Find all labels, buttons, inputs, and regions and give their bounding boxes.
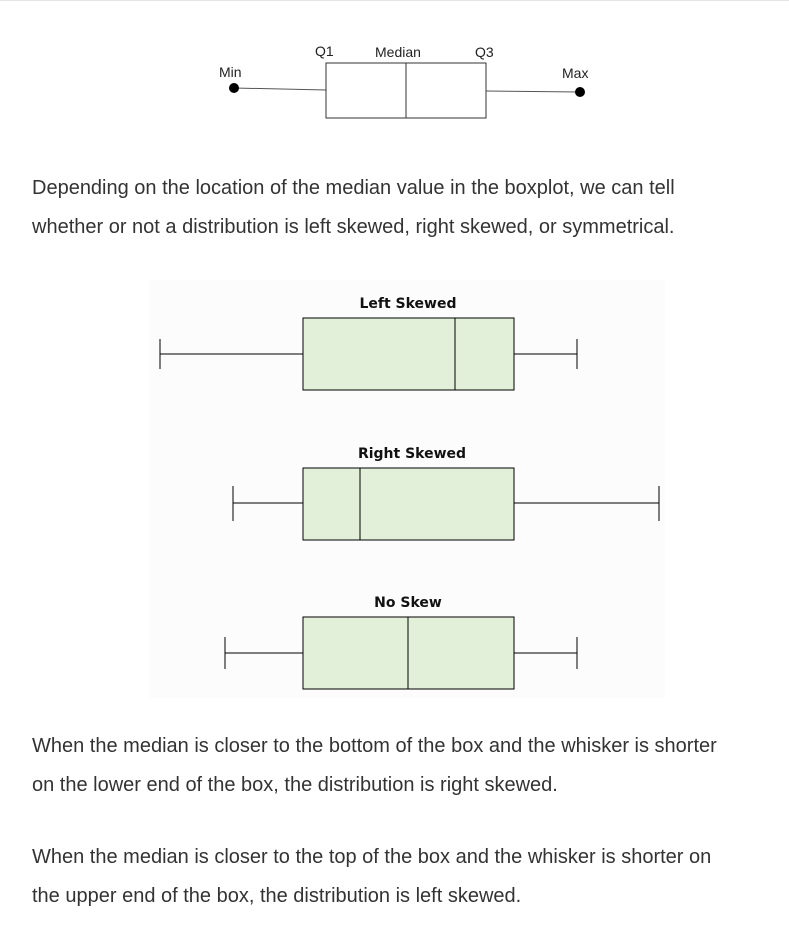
max-point xyxy=(575,87,585,97)
title-no-skew: No Skew xyxy=(374,595,442,611)
left-skew-paragraph: When the median is closer to the top of … xyxy=(32,838,711,916)
skew-examples-figure: Left Skewed Right Skewed No Skew xyxy=(150,280,665,698)
iqr-box xyxy=(302,467,515,541)
right-skew-paragraph: When the median is closer to the bottom … xyxy=(32,727,717,805)
left-skew-line-2: the upper end of the box, the distributi… xyxy=(32,885,522,907)
intro-line-2: whether or not a distribution is left sk… xyxy=(32,216,675,238)
title-left-skewed: Left Skewed xyxy=(359,296,456,312)
boxplot-anatomy-diagram: Min Q1 Median Q3 Max xyxy=(219,43,588,119)
title-right-skewed: Right Skewed xyxy=(358,446,466,462)
iqr-box xyxy=(302,317,515,391)
label-median: Median xyxy=(375,44,421,60)
lower-whisker-line xyxy=(233,87,327,91)
left-skewed-boxplot: Left Skewed xyxy=(159,296,578,391)
no-skew-boxplot: No Skew xyxy=(224,595,578,690)
intro-line-1: Depending on the location of the median … xyxy=(32,177,675,199)
intro-paragraph: Depending on the location of the median … xyxy=(32,169,675,247)
right-skew-line-1: When the median is closer to the bottom … xyxy=(32,735,717,757)
top-divider xyxy=(0,0,789,1)
label-q1: Q1 xyxy=(315,43,334,59)
label-q3: Q3 xyxy=(475,44,494,60)
upper-whisker-line xyxy=(485,90,581,93)
label-max: Max xyxy=(562,65,588,81)
right-skewed-boxplot: Right Skewed xyxy=(232,446,660,541)
min-point xyxy=(229,83,239,93)
left-skew-line-1: When the median is closer to the top of … xyxy=(32,846,712,868)
label-min: Min xyxy=(219,64,242,80)
right-skew-line-2: on the lower end of the box, the distrib… xyxy=(32,774,558,796)
